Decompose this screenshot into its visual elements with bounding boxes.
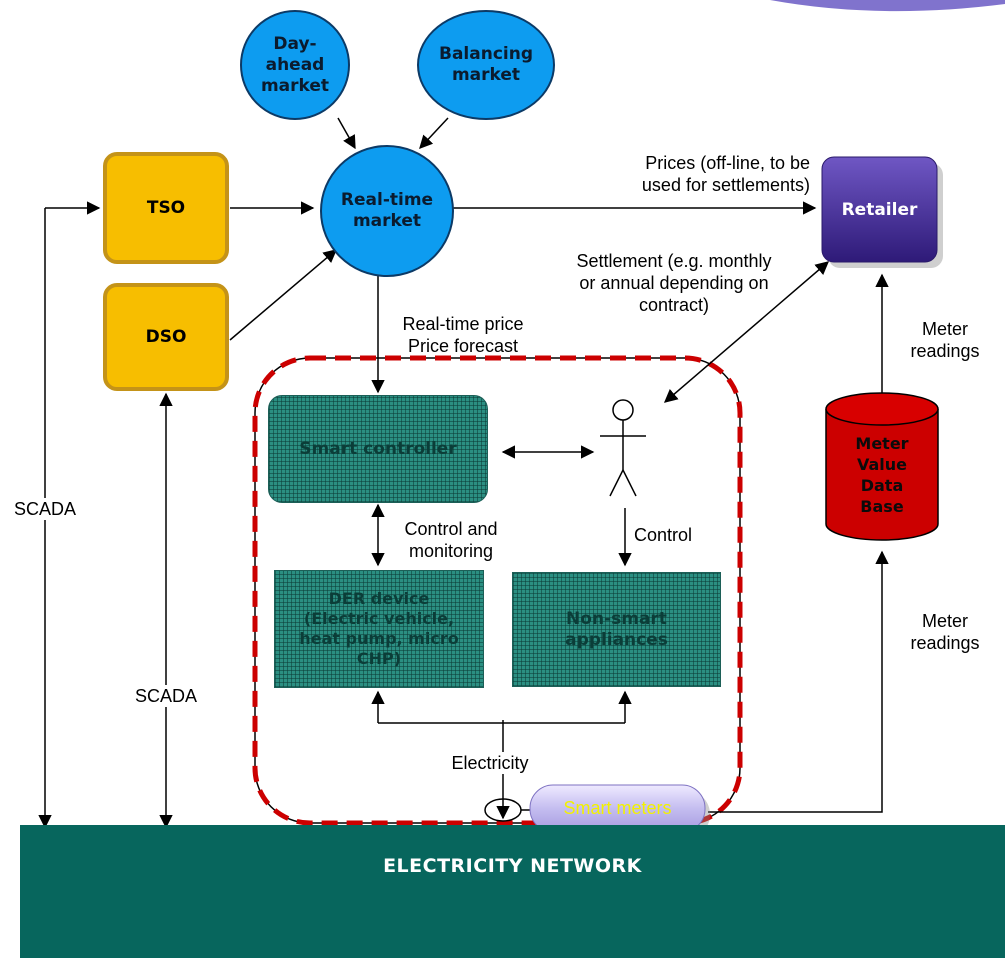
tso-label: TSO	[146, 198, 186, 218]
der-device-label: DER device (Electric vehicle, heat pump,…	[299, 589, 459, 668]
scada-left-label: SCADA	[3, 498, 87, 520]
day-ahead-market-label: Day- ahead market	[260, 33, 330, 96]
realtime-price-label: Real-time price Price forecast	[402, 314, 524, 356]
arrow-dayahead-to-realtime	[337, 117, 356, 150]
control-monitoring-label: Control and monitoring	[404, 519, 498, 561]
smart-meters-node: Smart meters	[530, 785, 705, 832]
non-smart-appliances-node: Non-smart appliances	[512, 572, 721, 687]
electricity-network-bar: ELECTRICITY NETWORK	[20, 825, 1005, 958]
electricity-label: Electricity	[435, 752, 545, 774]
meter-database-node: Meter Value Data Base	[826, 410, 938, 540]
arrow-settlement	[663, 261, 830, 403]
meter-readings-bottom-label: Meter readings	[910, 611, 980, 653]
scada-mid-label: SCADA	[124, 685, 208, 707]
non-smart-appliances-label: Non-smart appliances	[565, 608, 668, 650]
real-time-market-label: Real-time market	[340, 190, 434, 231]
corner-swoosh-decoration	[770, 0, 1005, 12]
meter-readings-top-label: Meter readings	[910, 319, 980, 361]
real-time-market-node: Real-time market	[320, 145, 454, 277]
arrow-meters-to-database	[708, 550, 889, 813]
balancing-market-label: Balancing market	[438, 44, 533, 85]
meter-database-label: Meter Value Data Base	[855, 434, 909, 516]
day-ahead-market-node: Day- ahead market	[240, 10, 350, 120]
prices-label: Prices (off-line, to be used for settlem…	[641, 153, 810, 195]
tso-node: TSO	[103, 152, 229, 264]
arrow-balancing-to-realtime	[419, 117, 449, 149]
person-icon	[600, 399, 646, 497]
retailer-node: Retailer	[822, 157, 937, 262]
electricity-network-title: ELECTRICITY NETWORK	[383, 855, 642, 877]
der-device-node: DER device (Electric vehicle, heat pump,…	[274, 570, 484, 688]
dso-label: DSO	[145, 327, 187, 347]
arrow-dso-to-realtime	[229, 249, 338, 341]
dso-node: DSO	[103, 283, 229, 391]
meter-database-cylinder	[825, 392, 939, 541]
smart-meters-label: Smart meters	[563, 798, 672, 818]
retailer-label: Retailer	[841, 199, 918, 220]
smart-controller-node: Smart controller	[268, 395, 488, 503]
control-label: Control	[634, 525, 693, 545]
balancing-market-node: Balancing market	[417, 10, 555, 120]
retailer-box	[821, 156, 943, 268]
smart-controller-label: Smart controller	[299, 438, 457, 459]
settlement-label: Settlement (e.g. monthly or annual depen…	[576, 251, 772, 315]
